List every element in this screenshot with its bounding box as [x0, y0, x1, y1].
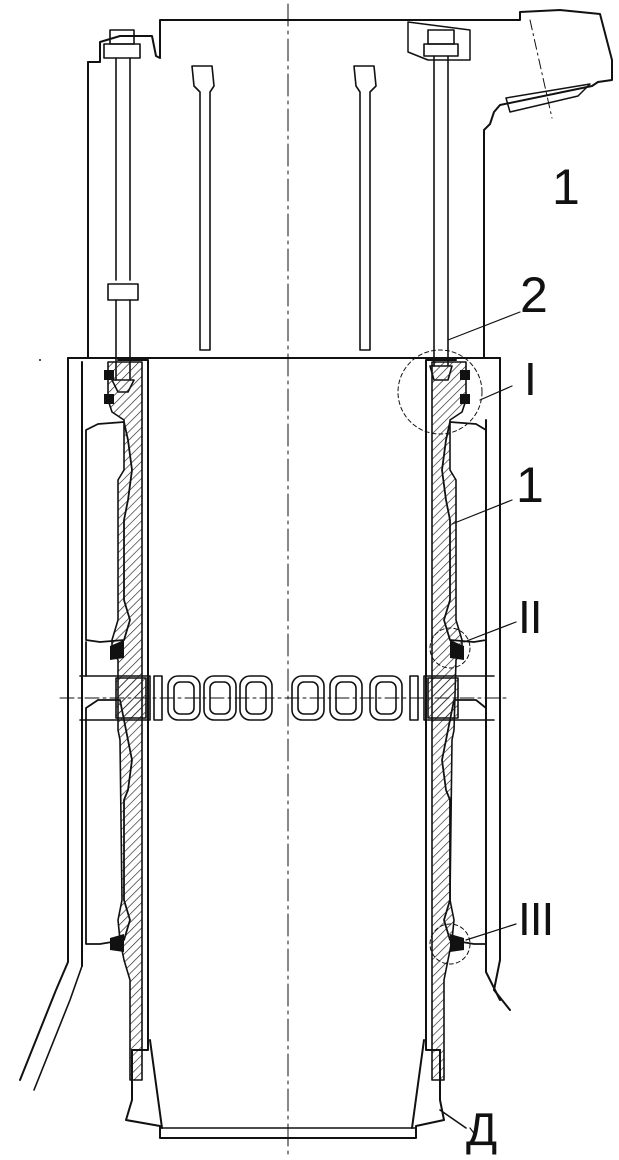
label-part-1-mid: 1 — [516, 457, 544, 513]
label-detail-II: II — [518, 591, 543, 643]
liner-bottom — [125, 1039, 467, 1139]
label-part-2: 2 — [520, 267, 548, 323]
label-detail-I: I — [524, 353, 537, 405]
detail-circle-III — [429, 923, 471, 965]
port-ring-row — [59, 675, 511, 721]
head-studs — [103, 29, 459, 393]
label-detail-III: III — [518, 893, 554, 945]
seal-rings — [104, 370, 470, 952]
leader-lines — [447, 311, 521, 1137]
label-part-1-top: 1 — [552, 159, 580, 215]
detail-circle-II — [429, 627, 471, 669]
cylinder-block-wall — [19, 357, 511, 1091]
cylinder-head-block — [87, 9, 613, 359]
label-D: Д — [466, 1103, 498, 1155]
detail-circles — [397, 349, 483, 965]
detail-circle-I — [397, 349, 483, 435]
